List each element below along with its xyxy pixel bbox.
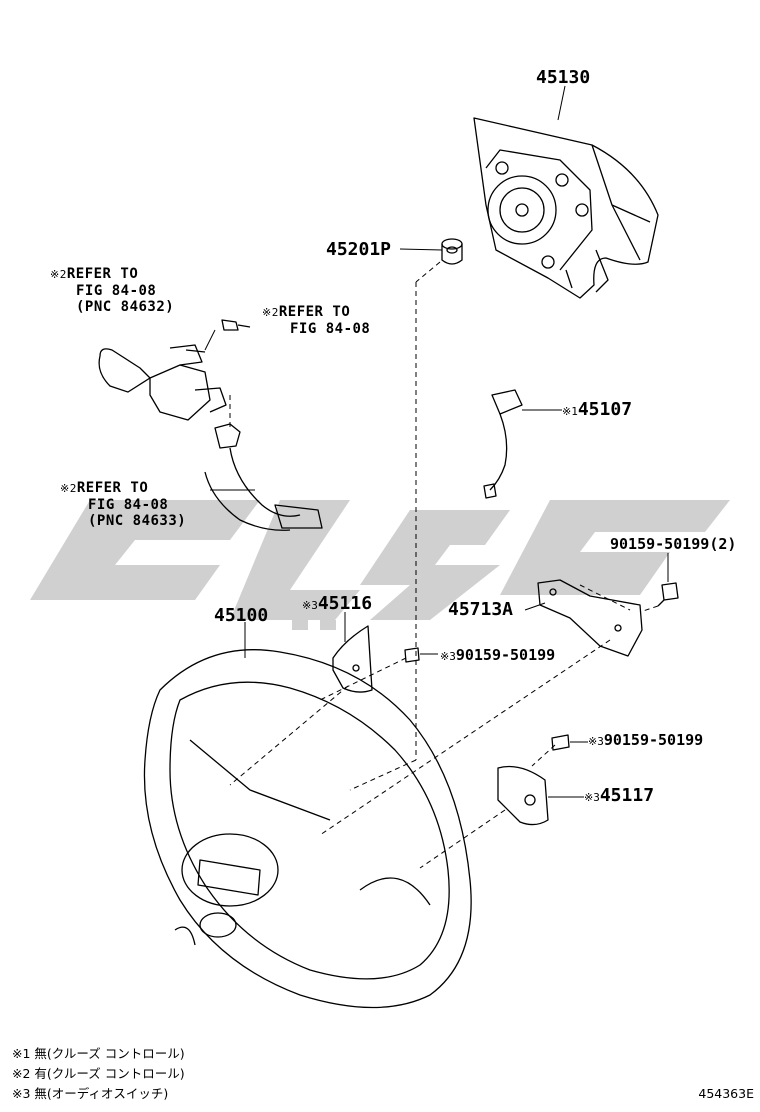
- legend-line-1: ※1 無(クルーズ コントロール): [12, 1046, 185, 1061]
- refer-note-2[interactable]: ※2REFER TO FIG 84-08: [262, 304, 370, 337]
- callout-45116[interactable]: ※345116: [302, 593, 373, 614]
- remark-mark: ※3: [440, 650, 456, 663]
- refer-note-1[interactable]: ※2REFER TO FIG 84-08 (PNC 84632): [50, 266, 174, 315]
- callout-45201p[interactable]: 45201P: [326, 239, 392, 260]
- bracket-45713a-drawing: [537, 579, 643, 657]
- screw-drawing: [221, 319, 251, 331]
- screw-90159-mid-drawing: [404, 647, 420, 663]
- combination-switch-drawing: [98, 344, 227, 421]
- switch-45116-drawing: [332, 625, 373, 693]
- airbag-assembly-drawing: [473, 117, 659, 299]
- screw-90159-top-drawing: [657, 582, 679, 607]
- remark-mark: ※2: [262, 306, 279, 319]
- figure-number: 454363E: [698, 1086, 754, 1101]
- refer-line-1: REFER TO: [76, 480, 149, 496]
- remark-mark: ※2: [50, 268, 67, 281]
- callout-45713a[interactable]: 45713A: [448, 599, 514, 620]
- callout-45130[interactable]: 45130: [536, 67, 591, 88]
- callout-45107[interactable]: ※145107: [562, 399, 633, 420]
- callout-90159-50199-mid[interactable]: ※390159-50199: [440, 646, 556, 664]
- remark-mark: ※3: [584, 791, 600, 804]
- callout-90159-50199-low[interactable]: ※390159-50199: [588, 731, 704, 749]
- refer-line-2: FIG 84-08: [290, 321, 371, 337]
- remark-mark: ※1: [562, 405, 578, 418]
- switch-45117-drawing: [497, 765, 549, 826]
- legend-line-3: ※3 無(オーディオスイッチ): [12, 1086, 169, 1101]
- remark-mark: ※3: [588, 735, 604, 748]
- assembly-dashed-lines: [229, 261, 659, 869]
- cap-45201p-drawing: [441, 238, 463, 265]
- steering-wheel-drawing: [143, 649, 472, 1009]
- callout-45100[interactable]: 45100: [214, 605, 269, 626]
- harness-45107-drawing: [483, 389, 523, 499]
- refer-line-2: FIG 84-08: [76, 283, 157, 299]
- refer-line-1: REFER TO: [66, 266, 139, 282]
- legend-line-2: ※2 有(クルーズ コントロール): [12, 1066, 185, 1081]
- watermark-logo: [30, 500, 730, 630]
- screw-90159-low-drawing: [551, 734, 570, 751]
- refer-line-2: FIG 84-08: [88, 497, 169, 513]
- leader-lines: [204, 85, 669, 798]
- callout-45117[interactable]: ※345117: [584, 785, 655, 806]
- refer-line-1: REFER TO: [278, 304, 351, 320]
- remark-mark: ※2: [60, 482, 77, 495]
- wire-harness-drawing: [204, 423, 323, 531]
- refer-line-3: (PNC 84633): [88, 513, 187, 529]
- callout-90159-50199-top[interactable]: 90159-50199(2): [610, 535, 737, 553]
- refer-line-3: (PNC 84632): [76, 299, 175, 315]
- refer-note-3[interactable]: ※2REFER TO FIG 84-08 (PNC 84633): [60, 480, 186, 529]
- remark-mark: ※3: [302, 599, 318, 612]
